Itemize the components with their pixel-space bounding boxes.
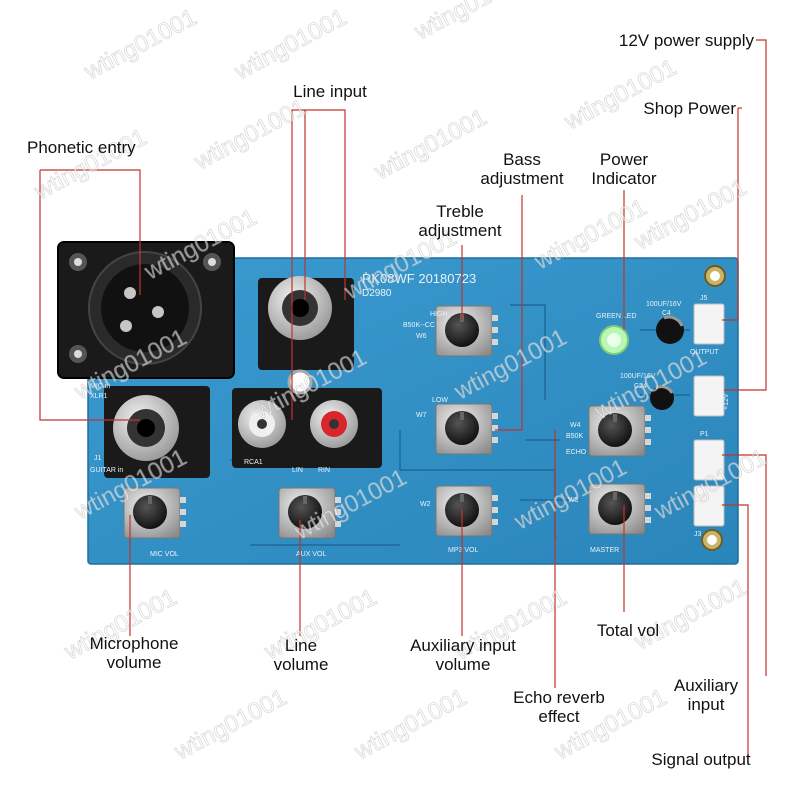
label-bass-line1: Bass bbox=[503, 150, 541, 169]
silk-xlr1: XLR1 bbox=[90, 393, 108, 400]
guitar-jack bbox=[104, 386, 210, 478]
label-linevol-line1: Line bbox=[284, 636, 318, 655]
silk-mp3-vol: MP3 VOL bbox=[448, 547, 478, 554]
label-auxin-line2: input bbox=[687, 695, 725, 714]
silk-master: MASTER bbox=[590, 547, 619, 554]
label-power-indicator: Power Indicator bbox=[574, 150, 674, 188]
echo-pot bbox=[588, 405, 651, 457]
label-auxvol-line1: Auxiliary input bbox=[410, 636, 516, 655]
silk-w6: W6 bbox=[416, 333, 427, 340]
silk-cap-top-ref: C4 bbox=[662, 310, 671, 317]
label-auxiliary-input: Auxiliary input bbox=[656, 676, 756, 714]
silk-output: OUTPUT bbox=[690, 349, 720, 356]
watermark-text: wting01001 bbox=[559, 54, 681, 136]
mic-vol-pot bbox=[123, 487, 186, 539]
label-mic-line1: Microphone bbox=[89, 634, 179, 653]
label-treble-line2: adjustment bbox=[418, 221, 502, 240]
watermark-text: wting01001 bbox=[349, 684, 471, 766]
label-phonetic-entry: Phonetic entry bbox=[27, 138, 136, 157]
label-microphone-volume: Microphone volume bbox=[76, 634, 192, 672]
silk-rca-lin: LIN bbox=[292, 467, 303, 474]
silk-w5: W5 bbox=[568, 497, 579, 504]
line-input-jack bbox=[258, 276, 354, 370]
watermark-text: wting01001 bbox=[189, 94, 311, 176]
silk-high: HIGH bbox=[430, 311, 448, 318]
label-linevol-line2: volume bbox=[273, 655, 329, 674]
potentiometers bbox=[123, 305, 651, 539]
silk-low: LOW bbox=[432, 397, 448, 404]
leader-lines bbox=[39, 39, 767, 756]
bass-pot bbox=[435, 403, 498, 455]
label-total-vol: Total vol bbox=[596, 621, 660, 640]
label-bass-adjustment: Bass adjustment bbox=[466, 150, 578, 188]
watermark-text: wting01001 bbox=[229, 4, 351, 86]
silk-cap-top: 100UF/16V bbox=[646, 301, 682, 308]
aux-vol-pot bbox=[278, 487, 341, 539]
label-line-input: Line input bbox=[293, 82, 367, 101]
rca-jacks bbox=[232, 369, 382, 468]
watermark-text: wting01001 bbox=[629, 574, 751, 656]
xlr-jack bbox=[57, 241, 235, 379]
label-treble-line1: Treble bbox=[436, 202, 484, 221]
label-mic-line2: volume bbox=[106, 653, 162, 672]
capacitors bbox=[650, 315, 684, 410]
silk-w2: W2 bbox=[420, 501, 431, 508]
board-model: RK08WF 20180723 bbox=[362, 271, 476, 286]
silk-aux-vol: AUX VOL bbox=[296, 551, 326, 558]
label-echo-line2: effect bbox=[538, 707, 580, 726]
silk-j1: J1 bbox=[94, 455, 102, 462]
silk-green-led: GREEN LED bbox=[596, 313, 636, 320]
label-auxin-line1: Auxiliary bbox=[673, 676, 739, 695]
silk-cap-bottom-ref: C24 bbox=[634, 383, 647, 390]
silk-j3: J3 bbox=[694, 531, 702, 538]
label-12v-power-supply: 12V power supply bbox=[618, 31, 754, 50]
silk-mic-in: MIC in bbox=[90, 383, 110, 390]
silk-echo: ECHO bbox=[566, 449, 587, 456]
watermark-text: wting01001 bbox=[409, 0, 531, 46]
label-auxiliary-input-volume: Auxiliary input volume bbox=[396, 636, 530, 674]
label-auxvol-line2: volume bbox=[435, 655, 491, 674]
silk-j5: J5 bbox=[700, 295, 708, 302]
label-line-volume: Line volume bbox=[256, 636, 346, 674]
label-echo-line1: Echo reverb bbox=[513, 688, 605, 707]
silk-rca1: RCA1 bbox=[244, 459, 263, 466]
watermark-text: wting01001 bbox=[29, 124, 151, 206]
silk-cap-bottom: 100UF/16V bbox=[620, 373, 656, 380]
pcb-board bbox=[87, 257, 739, 565]
silk-w7: W7 bbox=[416, 412, 427, 419]
silk-mic-vol: MIC VOL bbox=[150, 551, 179, 558]
label-bass-line2: adjustment bbox=[480, 169, 564, 188]
silkscreen: RK08WF 20180723 D2980 HIGH B50K--CC W6 L… bbox=[90, 271, 730, 558]
label-shop-power: Shop Power bbox=[643, 99, 736, 118]
silk-w4: W4 bbox=[570, 422, 581, 429]
label-echo-reverb-effect: Echo reverb effect bbox=[494, 688, 624, 726]
silk-guitar-in: GUITAR in bbox=[90, 467, 123, 474]
label-signal-output: Signal output bbox=[651, 750, 751, 769]
board-model-sub: D2980 bbox=[362, 288, 392, 299]
label-treble-adjustment: Treble adjustment bbox=[404, 202, 516, 240]
connectors bbox=[693, 303, 725, 527]
silk-b50k-cc: B50K--CC bbox=[403, 322, 435, 329]
mp3-vol-pot bbox=[435, 485, 498, 537]
power-led bbox=[599, 325, 629, 355]
treble-pot bbox=[435, 305, 498, 357]
label-power-line2: Indicator bbox=[591, 169, 657, 188]
silk-plus12v: +12V bbox=[723, 393, 730, 410]
watermark-text: wting01001 bbox=[169, 684, 291, 766]
silk-b50k: B50K bbox=[566, 433, 583, 440]
label-power-line1: Power bbox=[599, 150, 649, 169]
silk-rca-rin: RIN bbox=[318, 467, 330, 474]
silk-p1: P1 bbox=[700, 431, 709, 438]
watermark-text: wting01001 bbox=[79, 4, 201, 86]
master-pot bbox=[588, 483, 651, 535]
